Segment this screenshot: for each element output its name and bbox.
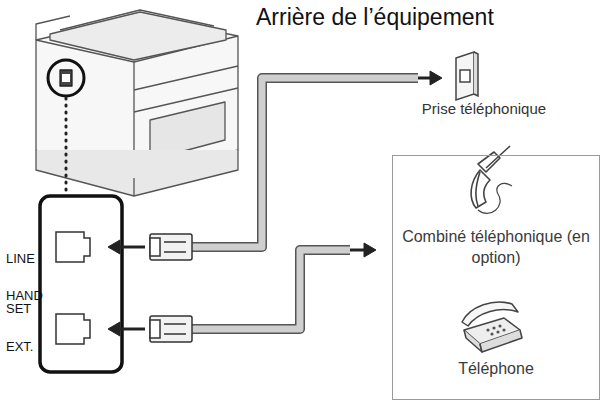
printer-illustration	[36, 10, 238, 196]
wall-jack	[456, 52, 478, 100]
device-label: Combiné téléphonique (en option)	[393, 227, 599, 269]
port-label: LINE	[6, 252, 46, 265]
port-label: HAND SET	[6, 289, 40, 315]
port-label: EXT.	[6, 340, 40, 353]
port-panel	[40, 196, 122, 372]
device-label: Téléphone	[393, 359, 599, 380]
phone-cable	[190, 78, 418, 329]
dotted-leader	[65, 98, 68, 192]
diagram-title: Arrière de l’équipement	[256, 4, 494, 31]
telephone-icon	[462, 302, 522, 352]
insert-arrow	[108, 240, 145, 336]
jack-label: Prise téléphonique	[392, 100, 576, 118]
highlight-circle	[48, 60, 84, 96]
port-symbol	[56, 232, 90, 344]
device-box: Combiné téléphonique (en option) Téléphon…	[392, 155, 600, 400]
rj11-plug	[150, 234, 192, 342]
handset-icon	[471, 146, 512, 213]
